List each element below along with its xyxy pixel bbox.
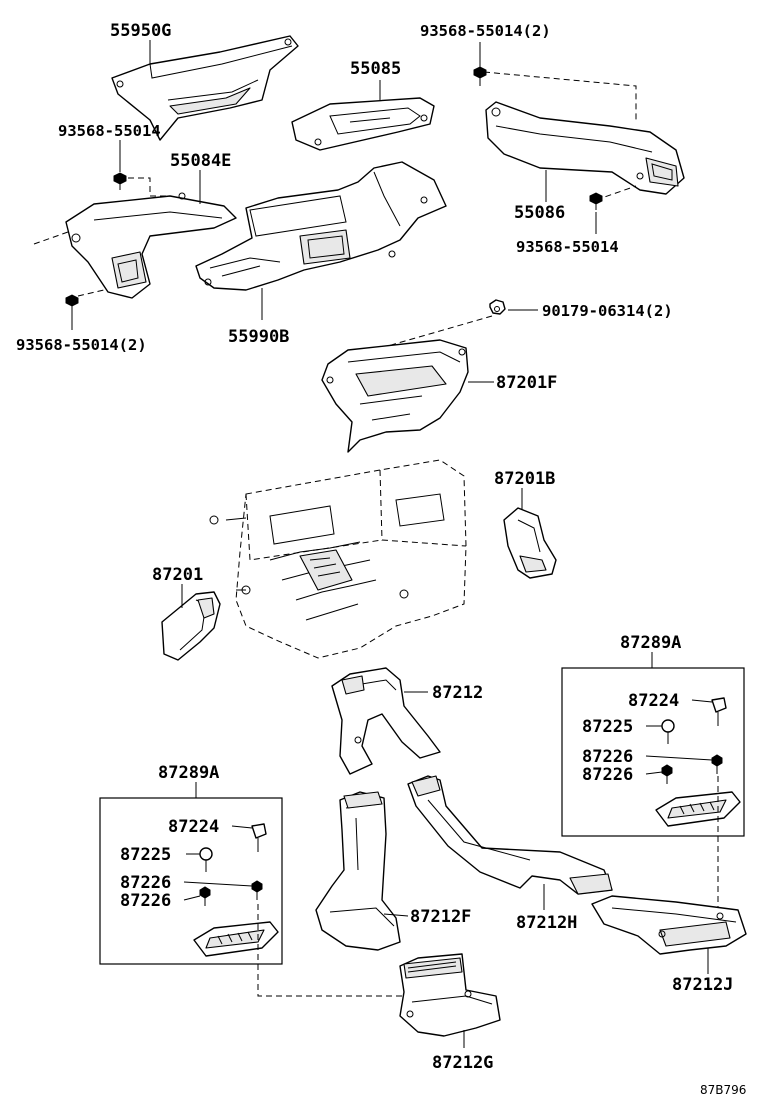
- label-55085: 55085: [350, 59, 401, 79]
- label-87212: 87212: [432, 683, 483, 703]
- label-93568-55014-2-left: 93568-55014(2): [16, 336, 147, 354]
- label-87226-right-2: 87226: [582, 765, 633, 785]
- label-87289A-right: 87289A: [620, 633, 681, 653]
- label-87226-left-2: 87226: [120, 891, 171, 911]
- label-87226-left-1: 87226: [120, 873, 171, 893]
- clip-87225-icon[interactable]: [661, 719, 675, 744]
- register-panel-left[interactable]: [193, 921, 279, 957]
- label-93568-55014-a: 93568-55014: [58, 122, 161, 140]
- part-87212G[interactable]: [399, 953, 501, 1037]
- register-panel-right[interactable]: [655, 791, 741, 827]
- label-87224-right: 87224: [628, 691, 679, 711]
- diagram-code: 87B796: [700, 1083, 746, 1097]
- part-55086[interactable]: [485, 101, 685, 195]
- part-87201F[interactable]: [321, 339, 469, 453]
- part-87212H[interactable]: [407, 775, 613, 895]
- bolt-icon[interactable]: [65, 294, 79, 314]
- label-87201: 87201: [152, 565, 203, 585]
- clip-87224-icon[interactable]: [251, 823, 267, 852]
- leader-87226-left-2: [183, 895, 201, 901]
- leader-87212F: [383, 913, 409, 917]
- part-55084E[interactable]: [65, 192, 237, 299]
- part-87212J[interactable]: [591, 895, 747, 955]
- clip-87226-icon[interactable]: [199, 886, 211, 906]
- label-93568-55014-b: 93568-55014: [516, 238, 619, 256]
- nut-icon[interactable]: [489, 299, 506, 315]
- label-55990B: 55990B: [228, 327, 289, 347]
- label-87212H: 87212H: [516, 913, 577, 933]
- label-87212G: 87212G: [432, 1053, 493, 1073]
- box-87289A-left: [99, 797, 283, 965]
- box-87289A-right: [561, 667, 745, 837]
- dash-90179: [345, 315, 493, 359]
- dash-left-box: [257, 904, 466, 997]
- label-87226-right-1: 87226: [582, 747, 633, 767]
- dash-55086-top: [483, 71, 637, 122]
- dash-55084E-bottom: [77, 289, 105, 297]
- clip-87226-icon[interactable]: [661, 764, 673, 784]
- leader-87226-right-1: [645, 755, 713, 761]
- label-87225-right: 87225: [582, 717, 633, 737]
- clip-87225-icon[interactable]: [199, 847, 213, 872]
- bolt-icon[interactable]: [113, 172, 127, 190]
- leader-87226-left-1: [183, 881, 253, 887]
- bolt-icon[interactable]: [589, 192, 603, 210]
- leader-87224-right: [691, 699, 713, 703]
- dash-55084E-top: [128, 177, 172, 197]
- dash-55084E-left: [33, 231, 69, 245]
- label-93568-55014-2-top: 93568-55014(2): [420, 22, 551, 40]
- label-90179-06314-2: 90179-06314(2): [542, 302, 673, 320]
- clip-87224-icon[interactable]: [711, 697, 727, 726]
- part-87212F[interactable]: [315, 791, 401, 951]
- leader-87224-left: [231, 825, 253, 829]
- label-87224-left: 87224: [168, 817, 219, 837]
- label-87225-left: 87225: [120, 845, 171, 865]
- hvac-unit-body: [209, 459, 467, 659]
- clip-87226-icon[interactable]: [711, 754, 723, 774]
- label-55950G: 55950G: [110, 21, 171, 41]
- clip-87226-icon[interactable]: [251, 880, 263, 900]
- dash-55086-bolt: [595, 185, 637, 201]
- label-55086: 55086: [514, 203, 565, 223]
- label-87201F: 87201F: [496, 373, 557, 393]
- label-87201B: 87201B: [494, 469, 555, 489]
- bolt-icon[interactable]: [473, 66, 487, 86]
- label-55084E: 55084E: [170, 151, 231, 171]
- part-87201[interactable]: [161, 591, 221, 661]
- leader-87226-right-2: [645, 771, 663, 775]
- part-55990B[interactable]: [195, 161, 447, 291]
- part-55085[interactable]: [291, 97, 435, 151]
- part-87212[interactable]: [331, 667, 441, 775]
- part-55950G[interactable]: [111, 35, 299, 141]
- label-87212J: 87212J: [672, 975, 733, 995]
- part-87201B[interactable]: [503, 507, 557, 579]
- label-87212F: 87212F: [410, 907, 471, 927]
- label-87289A-left: 87289A: [158, 763, 219, 783]
